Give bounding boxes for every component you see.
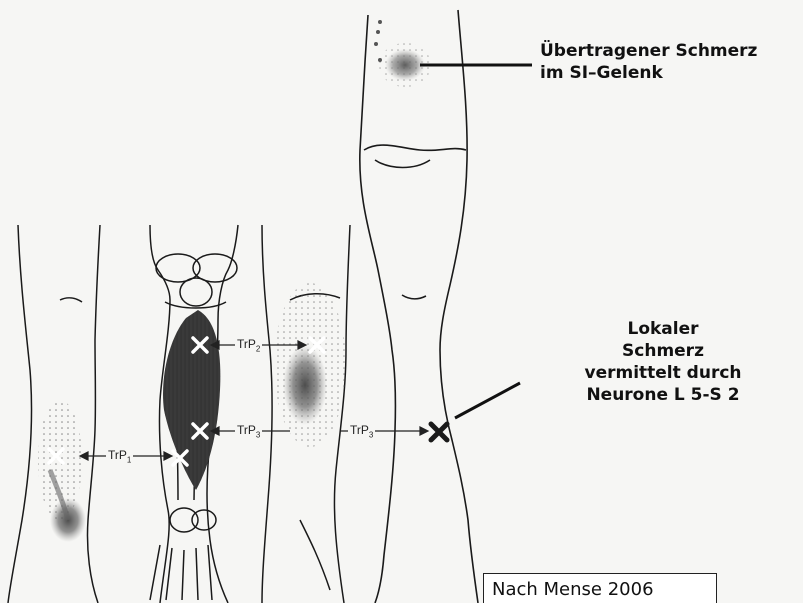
trp-label-1: TrP1 <box>106 448 133 464</box>
local-pain-line-3: vermittelt durch <box>548 362 778 384</box>
referred-pain-line-1: Übertragener Schmerz <box>540 40 757 62</box>
trp-label-2-sub: 2 <box>256 344 260 353</box>
local-pain-line-2: Schmerz <box>548 340 778 362</box>
trp-label-3a: TrP3 <box>235 423 262 439</box>
trp-label-3a-name: TrP <box>237 423 256 437</box>
referred-pain-line-2: im SI–Gelenk <box>540 62 757 84</box>
citation-box: Nach Mense 2006 <box>483 573 717 603</box>
trp-label-2: TrP2 <box>235 337 262 353</box>
trp-label-2-name: TrP <box>237 337 256 351</box>
trp-label-3b-name: TrP <box>350 423 369 437</box>
citation-text: Nach Mense 2006 <box>492 579 654 600</box>
referred-pain-area <box>385 49 425 81</box>
trp-label-1-name: TrP <box>108 448 127 462</box>
local-pain-line-1: Lokaler <box>548 318 778 340</box>
local-pain-label: Lokaler Schmerz vermittelt durch Neurone… <box>548 318 778 406</box>
trp-label-3b-sub: 3 <box>369 430 373 439</box>
trp-label-3b: TrP3 <box>348 423 375 439</box>
trp-label-1-sub: 1 <box>127 455 131 464</box>
referred-pain-label: Übertragener Schmerz im SI–Gelenk <box>540 40 757 84</box>
local-pain-line-4: Neurone L 5-S 2 <box>548 384 778 406</box>
leg-3-pain-area <box>283 345 327 425</box>
trp-label-3a-sub: 3 <box>256 430 260 439</box>
